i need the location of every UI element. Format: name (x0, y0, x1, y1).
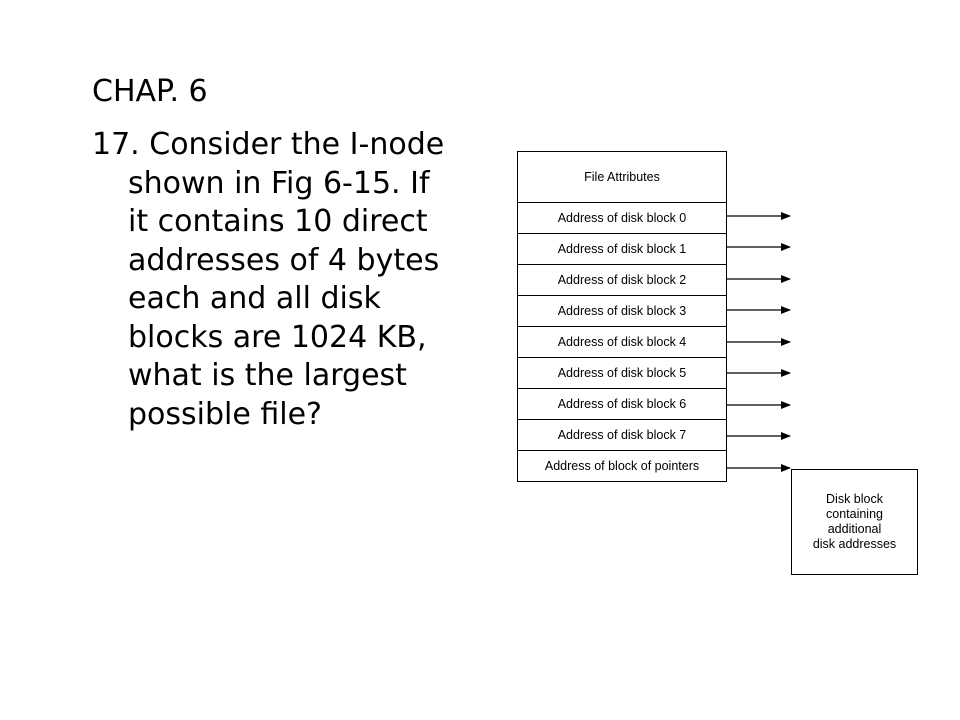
file-attributes-cell: File Attributes (518, 152, 726, 203)
question-line: shown in Fig 6-15. If (128, 165, 430, 201)
inode-diagram: File Attributes Address of disk block 0 … (517, 151, 727, 482)
disk-address-slot: Address of disk block 4 (518, 327, 726, 358)
indirect-disk-block: Disk block containing additional disk ad… (791, 469, 918, 575)
question-line: it contains 10 direct (128, 204, 428, 239)
question-text: 17. Consider the I-node shown in Fig 6-1… (92, 126, 512, 434)
indirect-block-line: Disk block (826, 492, 883, 506)
question-line: each and all disk (128, 281, 381, 316)
chapter-heading: CHAP. 6 (92, 74, 208, 109)
disk-address-slot: Address of disk block 2 (518, 265, 726, 296)
disk-address-slot: Address of disk block 7 (518, 420, 726, 451)
disk-address-slot: Address of disk block 3 (518, 296, 726, 327)
question-line: blocks are 1024 KB, (128, 319, 427, 355)
disk-address-slot: Address of disk block 1 (518, 234, 726, 265)
question-line: addresses of 4 bytes (128, 242, 440, 278)
pointer-block-slot: Address of block of pointers (544, 459, 700, 473)
question-line: 17. Consider the I-node (92, 127, 445, 162)
indirect-block-line: containing (826, 507, 883, 521)
disk-address-slot: Address of disk block 5 (518, 358, 726, 389)
question-line: possible file? (128, 396, 322, 432)
indirect-block-line: disk addresses (812, 537, 897, 551)
question-line: what is the largest (128, 358, 407, 393)
indirect-block-line: additional (827, 522, 882, 536)
disk-address-slot: Address of disk block 6 (518, 389, 726, 420)
disk-address-slot: Address of disk block 0 (518, 203, 726, 234)
